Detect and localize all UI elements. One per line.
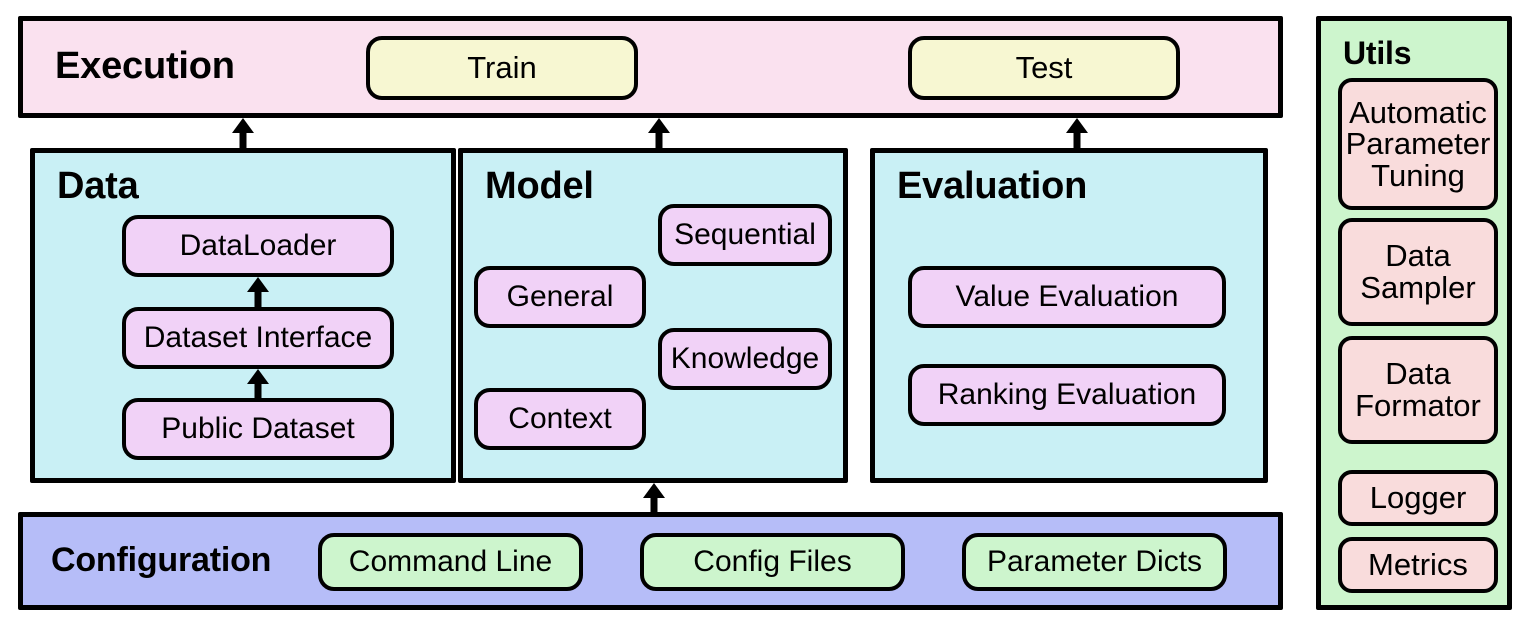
utils-item-data-formator[interactable]: Data Formator <box>1338 336 1498 444</box>
utils-item-data-sampler[interactable]: Data Sampler <box>1338 218 1498 326</box>
model-item-general[interactable]: General <box>474 266 646 328</box>
arrow-evaluation-to-execution <box>1066 118 1088 148</box>
execution-panel-title: Execution <box>55 45 235 87</box>
model-item-knowledge[interactable]: Knowledge <box>658 328 832 390</box>
model-item-context[interactable]: Context <box>474 388 646 450</box>
utils-panel-title: Utils <box>1343 35 1412 71</box>
data-item-public-dataset[interactable]: Public Dataset <box>122 398 394 460</box>
configuration-item-config-files[interactable]: Config Files <box>640 533 905 591</box>
data-panel-title: Data <box>57 165 139 207</box>
evaluation-item-value-evaluation[interactable]: Value Evaluation <box>908 266 1226 328</box>
arrow-public-dataset-to-dataset-interface <box>247 369 269 399</box>
data-item-dataset-interface[interactable]: Dataset Interface <box>122 307 394 369</box>
utils-item-metrics[interactable]: Metrics <box>1338 537 1498 593</box>
configuration-item-parameter-dicts[interactable]: Parameter Dicts <box>962 533 1227 591</box>
configuration-item-command-line[interactable]: Command Line <box>318 533 583 591</box>
data-item-dataloader[interactable]: DataLoader <box>122 215 394 277</box>
execution-item-test[interactable]: Test <box>908 36 1180 100</box>
arrow-model-to-execution <box>648 118 670 148</box>
model-item-sequential[interactable]: Sequential <box>658 204 832 266</box>
configuration-panel-title: Configuration <box>51 541 272 579</box>
arrow-data-to-execution <box>232 118 254 148</box>
arrow-configuration-to-model <box>643 483 665 513</box>
utils-item-automatic-parameter-tuning[interactable]: Automatic Parameter Tuning <box>1338 78 1498 210</box>
arrow-dataset-interface-to-dataloader <box>247 277 269 309</box>
execution-item-train[interactable]: Train <box>366 36 638 100</box>
model-panel-title: Model <box>485 165 594 207</box>
utils-item-logger[interactable]: Logger <box>1338 470 1498 526</box>
evaluation-panel-title: Evaluation <box>897 165 1088 207</box>
evaluation-item-ranking-evaluation[interactable]: Ranking Evaluation <box>908 364 1226 426</box>
